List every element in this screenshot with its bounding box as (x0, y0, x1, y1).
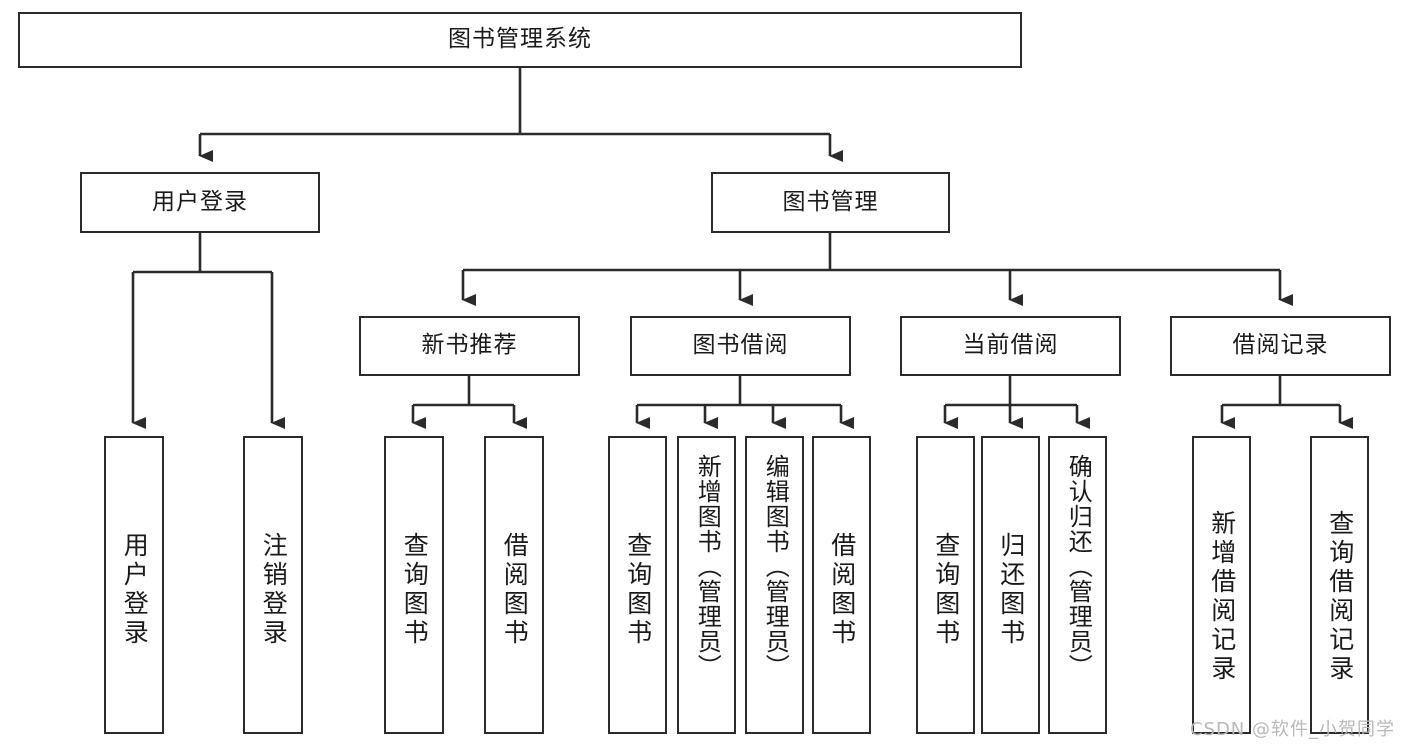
leaf-user-login-label: 用户登录 (120, 532, 150, 648)
leaf-return-book[interactable]: 归还图书 (981, 436, 1040, 734)
leaf-query-book-1-label: 查询图书 (400, 532, 430, 648)
node-book-manage-label: 图书管理 (782, 188, 879, 215)
node-book-manage[interactable]: 图书管理 (711, 172, 950, 233)
leaf-confirm-return[interactable]: 确认归还（管理员） (1048, 436, 1107, 734)
node-current-borrow-label: 当前借阅 (962, 332, 1059, 359)
leaf-return-book-label: 归还图书 (996, 532, 1026, 648)
leaf-query-book-2-label: 查询图书 (623, 532, 653, 648)
leaf-add-book[interactable]: 新增图书（管理员） (677, 436, 736, 734)
node-root[interactable]: 图书管理系统 (18, 12, 1022, 68)
leaf-borrow-book-2-label: 借阅图书 (827, 532, 857, 648)
leaf-query-book-3[interactable]: 查询图书 (916, 436, 975, 734)
leaf-user-login[interactable]: 用户登录 (104, 436, 164, 734)
leaf-query-book-2[interactable]: 查询图书 (608, 436, 667, 734)
leaf-add-record[interactable]: 新增借阅记录 (1192, 436, 1251, 734)
node-new-book-rec[interactable]: 新书推荐 (359, 316, 580, 376)
leaf-query-book-3-label: 查询图书 (931, 532, 961, 648)
node-root-label: 图书管理系统 (448, 26, 592, 53)
leaf-logout[interactable]: 注销登录 (243, 436, 303, 734)
leaf-borrow-book-1[interactable]: 借阅图书 (484, 436, 544, 734)
leaf-edit-book-label: 编辑图书（管理员） (761, 454, 790, 679)
node-user-login[interactable]: 用户登录 (80, 172, 320, 233)
leaf-borrow-book-2[interactable]: 借阅图书 (812, 436, 871, 734)
leaf-confirm-return-label: 确认归还（管理员） (1064, 454, 1093, 679)
node-current-borrow[interactable]: 当前借阅 (900, 316, 1121, 376)
leaf-logout-label: 注销登录 (259, 532, 289, 648)
leaf-edit-book[interactable]: 编辑图书（管理员） (745, 436, 804, 734)
node-borrow-record-label: 借阅记录 (1232, 332, 1329, 359)
node-new-book-rec-label: 新书推荐 (421, 332, 518, 359)
node-book-borrow-label: 图书借阅 (692, 332, 789, 359)
leaf-add-record-label: 新增借阅记录 (1207, 510, 1237, 684)
node-book-borrow[interactable]: 图书借阅 (630, 316, 851, 376)
leaf-query-book-1[interactable]: 查询图书 (384, 436, 444, 734)
leaf-borrow-book-1-label: 借阅图书 (500, 532, 530, 648)
leaf-query-record-label: 查询借阅记录 (1325, 510, 1355, 684)
node-user-login-label: 用户登录 (152, 188, 248, 215)
leaf-query-record[interactable]: 查询借阅记录 (1310, 436, 1369, 734)
node-borrow-record[interactable]: 借阅记录 (1170, 316, 1391, 376)
leaf-add-book-label: 新增图书（管理员） (693, 454, 722, 679)
